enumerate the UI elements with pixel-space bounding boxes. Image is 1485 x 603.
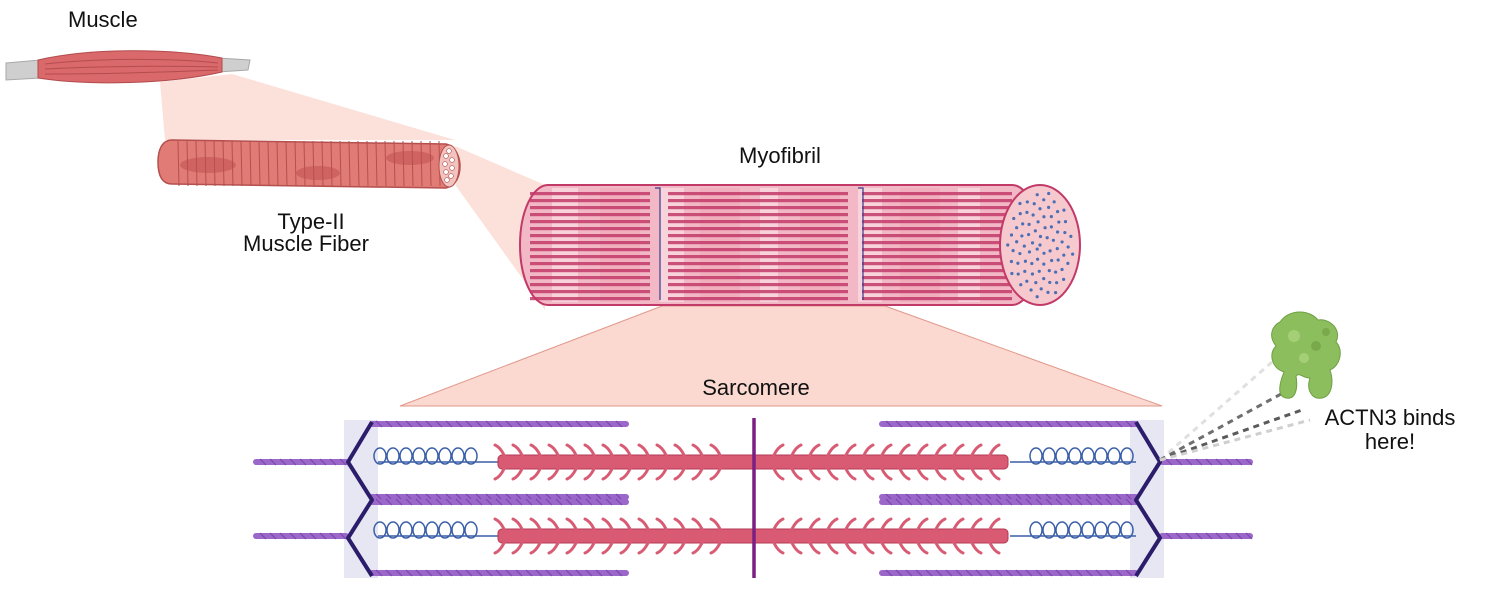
actin-filament — [879, 569, 1139, 577]
titin-spring — [373, 521, 478, 539]
muscle-icon — [5, 50, 251, 84]
actin-filament — [369, 498, 629, 506]
sarcomere-diagram — [253, 418, 1253, 578]
actin-filament — [879, 420, 1139, 428]
fiber-label-line2: Muscle Fiber — [243, 231, 369, 256]
actin-filament — [1159, 532, 1253, 540]
muscle-fiber-icon — [157, 139, 461, 189]
actin-filament — [369, 569, 629, 577]
actn3-protein-icon — [1271, 311, 1341, 399]
zoom-wedge-muscle-to-fiber — [160, 74, 455, 140]
myofibril-label: Myofibril — [739, 143, 821, 168]
z-disc-right — [1134, 420, 1162, 578]
myofibril-icon — [519, 184, 1081, 306]
actn3-binding-pointer — [1159, 360, 1311, 462]
titin-spring — [373, 447, 478, 465]
actn3-label-line2: here! — [1364, 429, 1416, 454]
actin-filament — [369, 420, 629, 428]
muscle-label: Muscle — [68, 7, 138, 32]
z-disc-left — [346, 420, 374, 578]
actin-filament — [879, 498, 1139, 506]
titin-spring — [1029, 447, 1134, 465]
sarcomere-label: Sarcomere — [702, 375, 810, 400]
actin-filament — [253, 532, 349, 540]
myosin-thick-filament — [493, 517, 1009, 555]
myosin-thick-filament — [493, 443, 1009, 481]
actn3-label-line1: ACTN3 binds — [1324, 405, 1456, 430]
titin-spring — [1029, 521, 1134, 539]
fiber-label-line1: Type-II — [277, 209, 345, 234]
actin-filament — [253, 458, 349, 466]
actin-filament — [1159, 458, 1253, 466]
